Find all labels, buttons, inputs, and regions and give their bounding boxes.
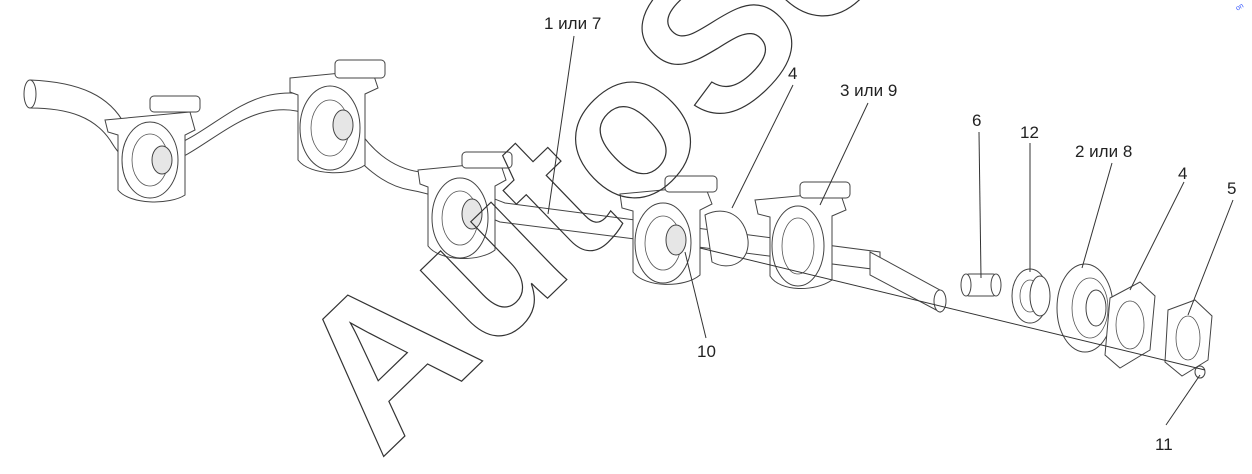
bushing-part-6	[960, 273, 1002, 297]
callout-5: 5	[1227, 179, 1237, 198]
callout-6: 6	[972, 111, 982, 130]
flange-part-5	[1164, 299, 1213, 377]
cover-part-2	[1056, 263, 1114, 353]
bearing-housing-4	[619, 175, 749, 285]
assembly-axis-line	[699, 247, 1206, 371]
bearing-housing-5	[754, 181, 851, 290]
callout-3-or-9: 3 или 9	[840, 81, 898, 100]
callout-11: 11	[1155, 435, 1173, 454]
callout-12: 12	[1020, 123, 1039, 142]
bearing-housing-1	[104, 95, 201, 203]
callout-10: 10	[697, 342, 716, 361]
bearing-part-12	[1011, 268, 1051, 324]
bearing-housing-3	[417, 151, 513, 260]
callout-4-right: 4	[1178, 164, 1188, 183]
gasket-part-4	[1104, 281, 1156, 369]
bearing-housing-2	[289, 59, 386, 174]
callout-1-or-7: 1 или 7	[544, 14, 602, 33]
callout-2-or-8: 2 или 8	[1075, 142, 1133, 161]
callout-4-top: 4	[788, 64, 798, 83]
leader-lines	[547, 35, 1234, 426]
